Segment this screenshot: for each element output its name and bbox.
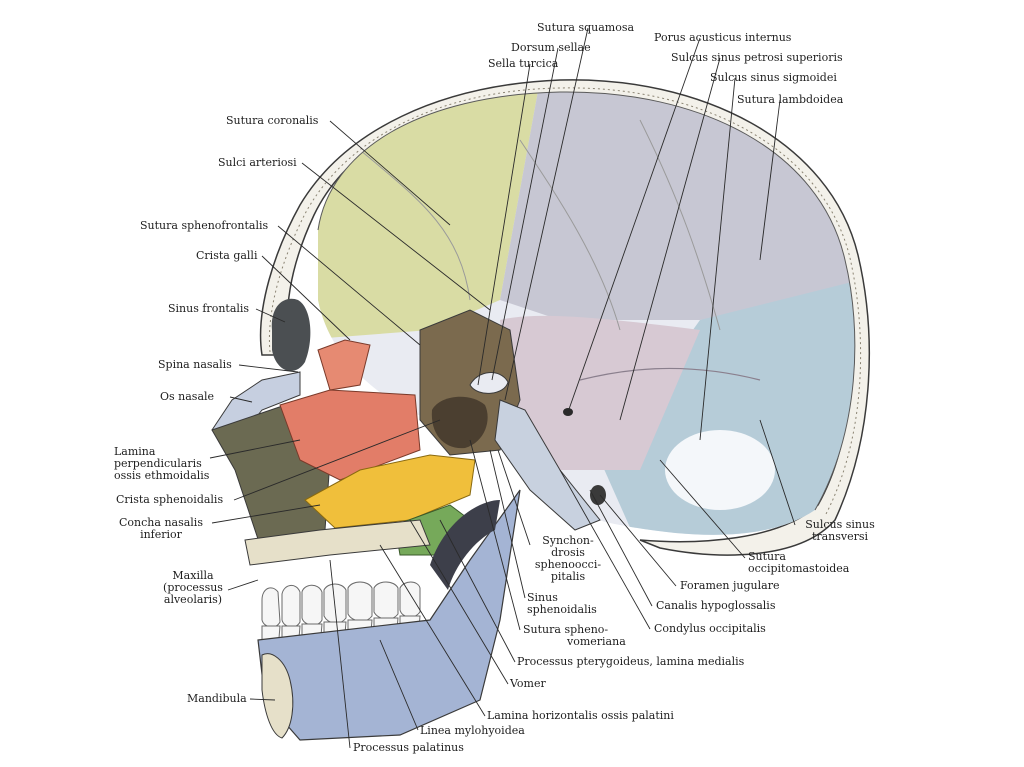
label-vomer: Vomer [510,677,546,690]
label-sutura-occipitomastoidea-line2: occipitomastoidea [748,562,850,575]
label-sinus-sphenoidalis: Sinus sphenoidalis [527,592,597,616]
label-synchondrosis: Synchon- drosis sphenoocci- pitalis [528,535,608,583]
label-synchondrosis-line2: drosis [551,546,585,559]
label-maxilla: Maxilla (processus alveolaris) [158,570,228,606]
occipital-bone-region [600,280,855,535]
label-sulcus-sinus-petrosi-superioris: Sulcus sinus petrosi superioris [671,51,843,64]
label-os-nasale: Os nasale [160,390,215,403]
label-synchondrosis-line4: pitalis [550,570,586,583]
label-sutura-squamosa: Sutura squamosa [537,21,635,34]
hard-palate [244,519,431,566]
label-sulcus-sinus-transversi-line1: Sulcus sinus [805,518,875,531]
label-synchondrosis-line1: Synchon- [542,534,594,547]
label-maxilla-line3: alveolaris) [163,593,223,606]
label-sutura-sphenovomeriana: Sutura spheno- vomeriana [523,624,626,648]
label-spina-nasalis: Spina nasalis [158,358,232,371]
skull-vault-diploe [268,87,862,515]
label-concha-nasalis-inferior: Concha nasalis inferior [112,517,210,541]
label-sulci-arteriosi: Sulci arteriosi [218,156,297,169]
clivus [494,399,601,531]
label-lamina-perpendicularis-line1: Lamina [114,445,156,458]
label-sinus-sphenoidalis-line2: sphenoidalis [527,603,597,616]
temporal-bone-region [500,315,700,470]
foramen-jugulare [590,485,606,505]
label-linea-mylohyoidea: Linea mylohyoidea [420,724,525,737]
pterygoid-plate-shadow [430,500,500,590]
label-maxilla-line2: (processus [163,581,223,594]
frontal-sinus [271,298,311,372]
label-sutura-sphenovomeriana-line1: Sutura spheno- [523,623,609,636]
label-canalis-hypoglossalis: Canalis hypoglossalis [656,599,776,612]
label-sutura-occipitomastoidea-line1: Sutura [748,550,786,563]
label-crista-sphenoidalis: Crista sphenoidalis [116,493,224,506]
label-sutura-occipitomastoidea: Sutura occipitomastoidea [748,551,849,575]
label-lamina-perpendicularis-line3: ossis ethmoidalis [114,469,210,482]
label-porus-acusticus-internus: Porus acusticus internus [654,31,792,44]
label-concha-line2: inferior [140,528,182,541]
label-sulcus-sinus-transversi: Sulcus sinus transversi [798,519,882,543]
label-foramen-jugulare: Foramen jugulare [680,579,780,592]
label-sinus-sphenoidalis-line1: Sinus [527,591,558,604]
label-condylus-occipitalis: Condylus occipitalis [654,622,766,635]
parietal-bone-region [500,91,855,320]
label-sella-turcica: Sella turcica [488,57,559,70]
inferior-nasal-concha [304,454,476,529]
label-concha-line1: Concha nasalis [119,516,203,529]
label-mandibula: Mandibula [187,692,247,705]
label-processus-palatinus: Processus palatinus [353,741,464,754]
label-sinus-frontalis: Sinus frontalis [168,302,250,315]
label-sulcus-sinus-sigmoidei: Sulcus sinus sigmoidei [710,71,837,84]
label-dorsum-sellae: Dorsum sellae [511,41,591,54]
occipital-fossa-highlight [665,430,775,510]
label-sutura-coronalis: Sutura coronalis [226,114,319,127]
label-sutura-lambdoidea: Sutura lambdoidea [737,93,844,106]
label-lamina-perpendicularis-line2: perpendicularis [114,457,202,470]
leader-lines [209,27,796,749]
label-lamina-perpendicularis: Lamina perpendicularis ossis ethmoidalis [114,446,209,482]
label-synchondrosis-line3: sphenoocci- [534,558,602,571]
label-maxilla-line1: Maxilla [172,569,214,582]
label-sutura-sphenovomeriana-line2: vomeriana [567,635,626,648]
upper-teeth [261,581,421,628]
sphenoid-sinus [431,396,488,449]
label-sutura-sphenofrontalis: Sutura sphenofrontalis [140,219,269,232]
label-lamina-horizontalis: Lamina horizontalis ossis palatini [487,709,674,722]
mandible-symphysis [261,653,294,739]
label-processus-pterygoideus: Processus pterygoideus, lamina medialis [517,655,745,668]
label-sulcus-sinus-transversi-line2: transversi [811,530,869,543]
label-crista-galli: Crista galli [196,249,258,262]
crista-galli [317,339,371,391]
